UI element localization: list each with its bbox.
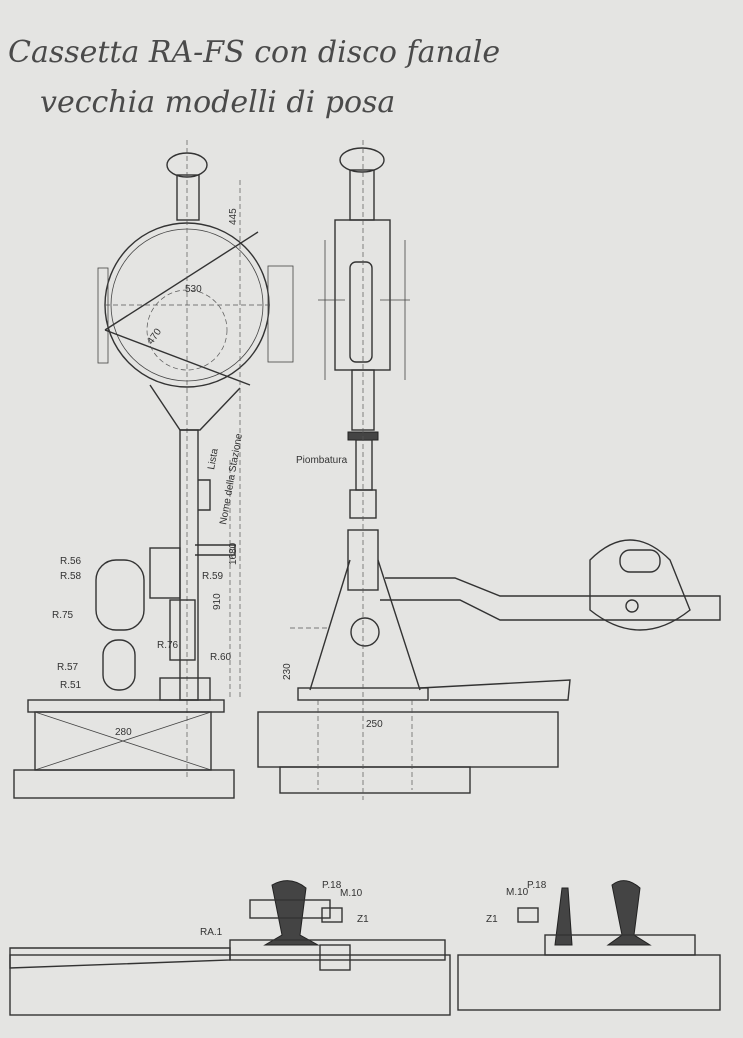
label-piombatura: Piombatura: [296, 455, 348, 466]
label-r56: R.56: [60, 556, 82, 567]
label-r76: R.76: [157, 640, 179, 651]
label-m10-right: M.10: [506, 887, 529, 898]
dim-230: 230: [282, 663, 293, 680]
handwritten-note-line1: Cassetta RA-FS con disco fanale: [8, 35, 500, 70]
dim-530: 530: [185, 284, 202, 295]
label-r58: R.58: [60, 571, 82, 582]
dim-445: 445: [228, 208, 239, 225]
label-lista: Lista: [206, 447, 221, 470]
label-r51: R.51: [60, 680, 82, 691]
dim-1680: 1680: [228, 542, 239, 565]
handwritten-note-line2: vecchia modelli di posa: [40, 85, 395, 120]
front-view-signal: [257, 140, 721, 800]
label-r57: R.57: [57, 662, 79, 673]
label-r75: R.75: [52, 610, 74, 621]
label-m10-left: M.10: [340, 888, 363, 899]
label-p18-right: P.18: [527, 880, 547, 891]
label-z1-right: Z1: [486, 914, 498, 925]
dim-470: 470: [145, 326, 164, 346]
label-p18-left: P.18: [322, 880, 342, 891]
dim-250: 250: [366, 719, 383, 730]
label-ra1: RA.1: [200, 927, 223, 938]
label-r60: R.60: [210, 652, 232, 663]
label-r59: R.59: [202, 571, 224, 582]
dim-910: 910: [212, 593, 223, 610]
label-nome-stazione: Nome della Stazione: [218, 432, 245, 525]
label-z1-left: Z1: [357, 914, 369, 925]
dim-280: 280: [115, 727, 132, 738]
rail-mounting-view: [9, 880, 721, 1016]
side-view-signal: [13, 140, 294, 799]
